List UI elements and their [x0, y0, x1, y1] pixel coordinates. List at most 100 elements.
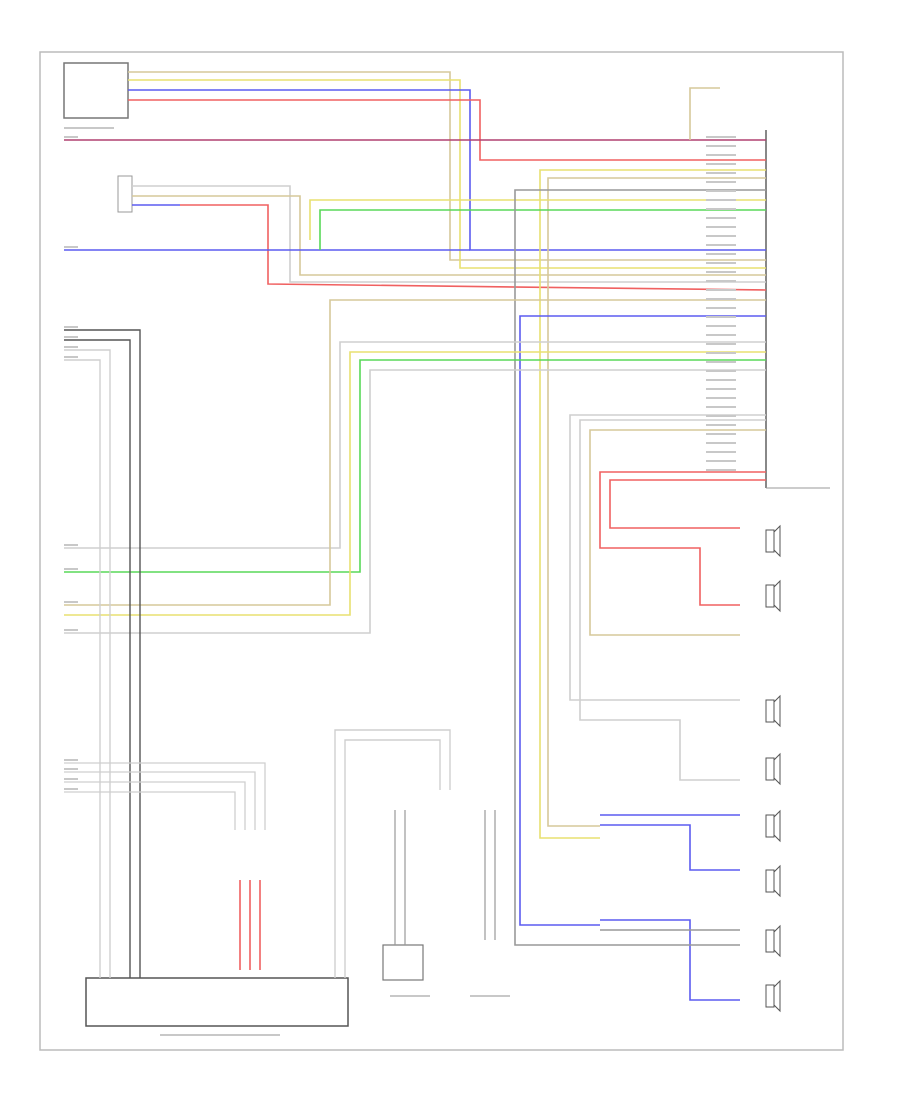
wire-switch-4 [132, 195, 766, 276]
left-label-mark [64, 544, 78, 546]
wire-top-4 [128, 99, 766, 161]
wire-r-yel [539, 169, 766, 839]
bottom-caption-mark [470, 995, 510, 997]
speaker-3 [765, 752, 781, 786]
wire-spk-wht1 [569, 414, 766, 701]
left-label-mark [64, 601, 78, 603]
label-marks [64, 127, 736, 1036]
connector-label-mark [706, 235, 736, 237]
wire-top-right [689, 87, 720, 140]
connector-label-mark [706, 352, 736, 354]
wire-spk-wht2 [579, 419, 766, 781]
speaker-4 [765, 809, 781, 843]
wire-r-tan [547, 177, 766, 827]
connector-label-mark [706, 145, 736, 147]
wire-r-gry [514, 189, 766, 946]
connector-label-mark [706, 307, 736, 309]
connector-label-mark [706, 217, 736, 219]
wire-center-2 [344, 739, 441, 978]
wire-top-2 [128, 79, 766, 269]
wire-switch-1 [132, 185, 766, 283]
connector-label-mark [706, 172, 736, 174]
connector-label-mark [706, 181, 736, 183]
connector-label-mark [706, 325, 736, 327]
connector-label-mark [706, 451, 736, 453]
speaker-0 [765, 524, 781, 558]
left-label-mark [64, 336, 78, 338]
left-label-mark [64, 136, 78, 138]
wire-mid-yel [64, 351, 766, 616]
main-module-box [85, 977, 349, 1027]
wire-mid-tan [64, 299, 766, 606]
wire-spk-tan1 [589, 429, 766, 636]
diagram-border [39, 51, 844, 1051]
connector-label-mark [706, 442, 736, 444]
bottom-caption-mark [160, 1034, 280, 1036]
wire-mid-wht2 [64, 369, 766, 634]
connector-label-mark [706, 469, 736, 471]
wire-spk-red1 [599, 471, 766, 606]
wire-top-3 [128, 89, 766, 251]
wire-left-bundle-0 [64, 329, 141, 978]
speaker-1 [765, 579, 781, 613]
connector-label-mark [706, 370, 736, 372]
connector-label-mark [706, 136, 736, 138]
connector-label-mark [706, 199, 736, 201]
connector-label-mark [706, 154, 736, 156]
wire-spk-red2 [609, 479, 766, 529]
wires [64, 71, 767, 1001]
left-label-mark [64, 778, 78, 780]
top-left-label-mark [64, 127, 114, 129]
connector-label-mark [706, 334, 736, 336]
wire-lower-left-3 [64, 791, 236, 830]
left-label-mark [64, 346, 78, 348]
speaker-6 [765, 924, 781, 958]
connector-label-mark [706, 298, 736, 300]
connector-label-mark [706, 244, 736, 246]
connector-label-mark [706, 280, 736, 282]
connector-label-mark [706, 289, 736, 291]
connector-label-mark [706, 190, 736, 192]
connector-label-mark [706, 208, 736, 210]
speaker-5 [765, 864, 781, 898]
left-label-mark [64, 629, 78, 631]
left-label-mark [64, 326, 78, 328]
speaker-7 [765, 979, 781, 1013]
bottom-caption-mark [390, 995, 430, 997]
left-label-mark [64, 356, 78, 358]
wire-r-yel2 [309, 199, 766, 240]
wire-left-bundle-3 [64, 359, 101, 978]
left-label-mark [64, 768, 78, 770]
connector-label-mark [706, 397, 736, 399]
wire-left-bundle-2 [64, 349, 111, 978]
left-label-mark [64, 568, 78, 570]
wire-lower-left-0 [64, 762, 266, 830]
connector-label-mark [706, 460, 736, 462]
speaker-2 [765, 694, 781, 728]
center-module-box [382, 944, 424, 981]
component-block-left-switch [117, 175, 133, 213]
wire-spk-blu2 [600, 824, 740, 871]
connector-label-mark [706, 415, 736, 417]
connector-label-mark [706, 262, 736, 264]
wire-mid-grn [64, 359, 766, 573]
left-label-mark [64, 788, 78, 790]
connector-label-mark [706, 271, 736, 273]
connector-label-mark [706, 361, 736, 363]
wire-top-1 [128, 71, 766, 261]
connector-label-mark [706, 163, 736, 165]
wire-mid-wht [64, 341, 766, 549]
connector-label-mark [706, 343, 736, 345]
right-speakers [765, 524, 781, 1013]
wire-r-blu2 [519, 315, 766, 926]
connector-label-mark [706, 406, 736, 408]
connector-label-mark [706, 388, 736, 390]
connector-label-mark [706, 226, 736, 228]
wire-center-1 [334, 729, 451, 978]
component-box-top-left [63, 62, 129, 119]
left-label-mark [64, 246, 78, 248]
left-label-mark [64, 759, 78, 761]
wire-r-grn [319, 209, 766, 250]
